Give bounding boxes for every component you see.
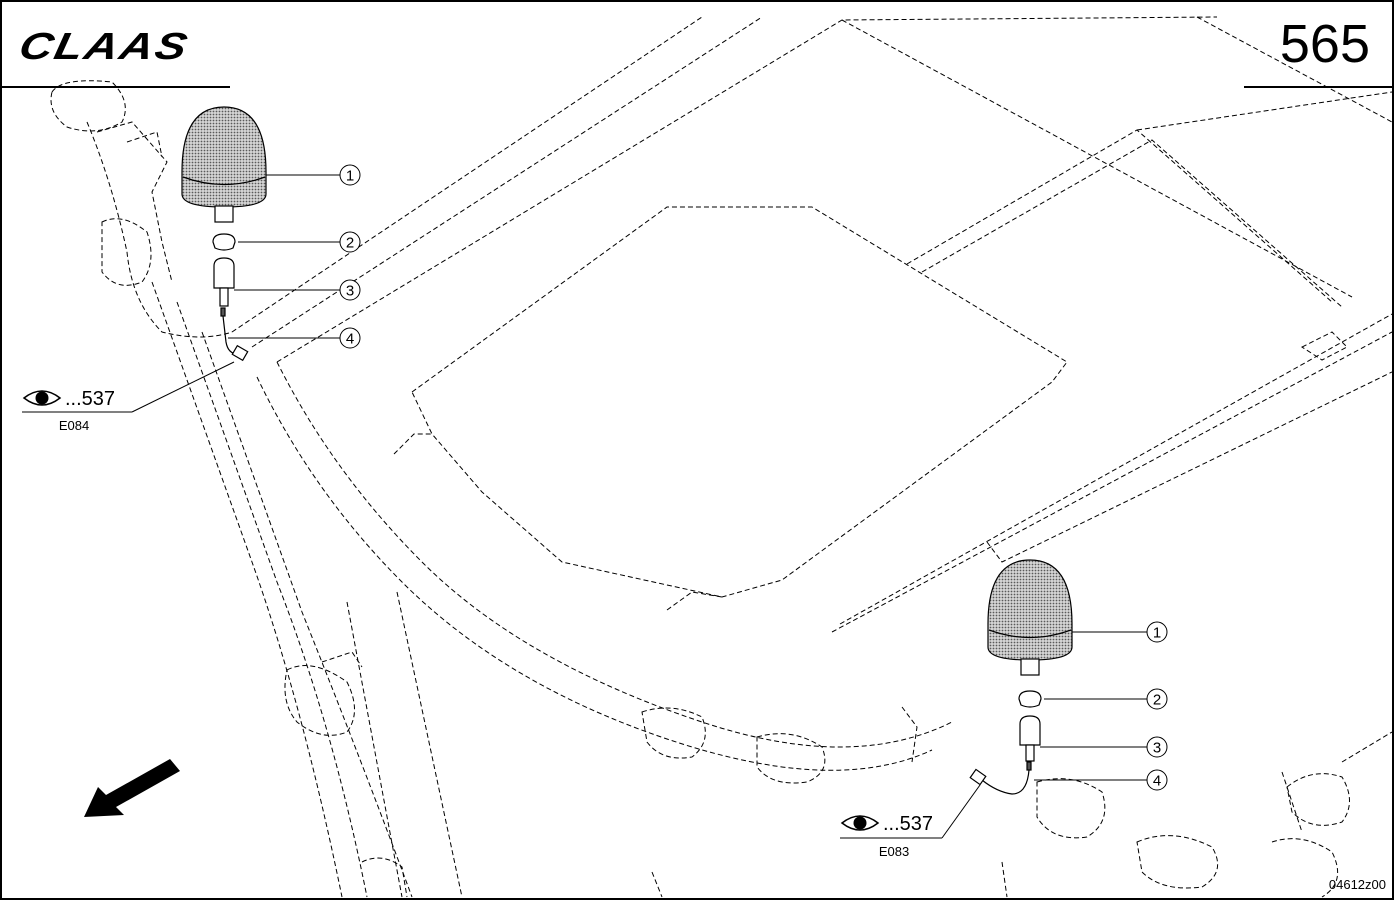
left-beacon-assembly [22, 106, 340, 413]
view-reference-left[interactable]: ...537 [65, 388, 115, 410]
header-rule-right [1244, 86, 1392, 88]
right-callouts [1146, 621, 1168, 791]
callout-left-1: 1 [346, 168, 354, 185]
eye-icon [840, 815, 880, 831]
header-rule-left [2, 86, 230, 88]
callout-right-1: 1 [1153, 625, 1161, 642]
seal-left [212, 233, 236, 251]
page-number: 565 [1279, 14, 1370, 74]
beacon-lamp-right [987, 559, 1073, 661]
right-beacon-assembly [840, 559, 1147, 839]
brand-logo: CLAAS [15, 24, 193, 68]
component-code-left: E084 [59, 418, 89, 433]
view-reference-right[interactable]: ...537 [883, 813, 933, 835]
component-code-right: E083 [879, 844, 909, 859]
callout-right-4: 4 [1153, 773, 1161, 790]
callout-left-2: 2 [346, 235, 354, 252]
callout-left-3: 3 [346, 283, 354, 300]
cab-roof-outline [50, 16, 1392, 898]
eye-icon [22, 390, 62, 406]
beacon-lamp-left [181, 106, 267, 208]
callout-right-3: 3 [1153, 740, 1161, 757]
socket-left [213, 257, 235, 289]
arrow-down-left-icon[interactable] [82, 757, 182, 826]
cable-right [981, 769, 1030, 795]
callout-left-4: 4 [346, 331, 354, 348]
socket-right [1019, 715, 1041, 746]
drawing-id: 04612z00 [1328, 877, 1386, 892]
left-callouts [339, 164, 361, 349]
callout-right-2: 2 [1153, 692, 1161, 709]
seal-right [1018, 690, 1042, 708]
